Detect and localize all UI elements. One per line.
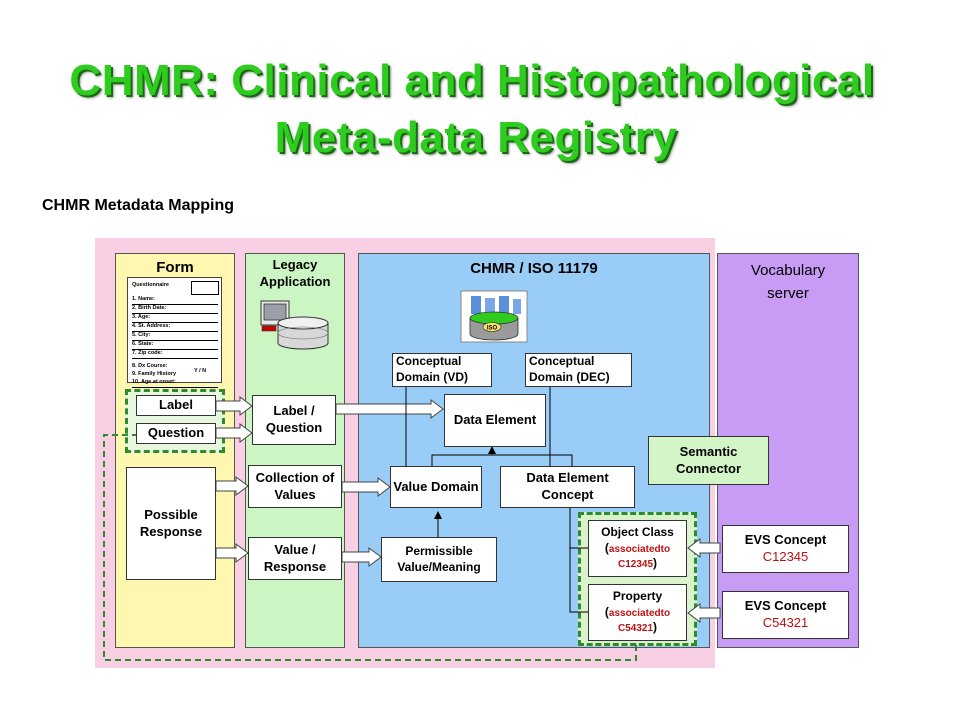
property-code-line: C54321) xyxy=(617,620,658,635)
evs-concept-2-label: EVS Concept xyxy=(744,598,827,614)
object-class-code-line: C12345) xyxy=(617,556,658,571)
form-doc-lines: 1. Name:2. Birth Date:3. Age:4. St. Addr… xyxy=(132,296,221,388)
permissible-value-box: Permissible Value/Meaning xyxy=(381,537,497,582)
form-doc-line: 5. City: xyxy=(132,332,218,341)
collection-of-values-box: Collection of Values xyxy=(248,465,342,508)
form-header: Form xyxy=(156,259,194,276)
evs-concept-1-code: C12345 xyxy=(762,549,809,564)
label-box: Label xyxy=(136,395,216,416)
form-doc-line: 1. Name: xyxy=(132,296,218,305)
form-document-icon: Questionnaire 1. Name:2. Birth Date:3. A… xyxy=(127,277,222,388)
legacy-header: Legacy Application xyxy=(259,257,331,289)
object-class-assoc-text: associatedto xyxy=(608,543,671,555)
property-assoc: (associatedto xyxy=(604,604,671,619)
property-label: Property xyxy=(612,589,663,604)
conceptual-domain-vd-box: Conceptual Domain (VD) xyxy=(392,353,492,387)
object-class-code: C12345 xyxy=(617,559,654,571)
evs-concept-2-box: EVS Concept C54321 xyxy=(722,591,849,639)
label-question-box: Label / Question xyxy=(252,395,336,445)
vocab-header: Vocabulary server xyxy=(750,262,826,302)
value-domain-box: Value Domain xyxy=(390,466,482,508)
data-element-concept-box: Data Element Concept xyxy=(500,466,635,508)
form-doc-line: 4. St. Address: xyxy=(132,323,218,332)
form-doc-line: 3. Age: xyxy=(132,314,218,323)
form-doc-barcode xyxy=(191,281,219,295)
property-assoc-text: associatedto xyxy=(608,607,671,619)
question-box: Question xyxy=(136,423,216,444)
diagram-subtitle: CHMR Metadata Mapping xyxy=(42,197,234,214)
form-doc-heading: Questionnaire xyxy=(132,282,169,288)
legacy-column xyxy=(245,253,345,648)
form-doc-line: 10. Age at onset: xyxy=(132,379,218,388)
object-class-box: Object Class (associatedto C12345) xyxy=(588,520,687,577)
data-element-box: Data Element xyxy=(444,394,546,447)
form-doc-line: 2. Birth Date: xyxy=(132,305,218,314)
form-doc-line: 6. State: xyxy=(132,341,218,350)
form-doc-line: 9. Family History xyxy=(132,370,177,377)
object-class-assoc: (associatedto xyxy=(604,540,671,555)
form-doc-yn: Y / N xyxy=(194,368,207,374)
object-class-label: Object Class xyxy=(601,525,674,540)
property-code: C54321 xyxy=(617,623,654,635)
form-doc-line: 7. Zip code: xyxy=(132,350,218,359)
chmr-header: CHMR / ISO 11179 xyxy=(470,260,598,277)
title-line-2: Meta-data Registry xyxy=(274,113,678,162)
property-box: Property (associatedto C54321) xyxy=(588,584,687,641)
semantic-connector-box: Semantic Connector xyxy=(648,436,769,485)
evs-concept-1-box: EVS Concept C12345 xyxy=(722,525,849,573)
evs-concept-2-code: C54321 xyxy=(762,615,809,630)
value-response-box: Value / Response xyxy=(248,537,342,580)
possible-response-box: Possible Response xyxy=(126,467,216,580)
evs-concept-1-label: EVS Concept xyxy=(744,532,827,548)
form-doc-line: 8. Dx Course: xyxy=(132,362,168,369)
title-line-1: CHMR: Clinical and Histopathological xyxy=(69,56,875,105)
conceptual-domain-dec-box: Conceptual Domain (DEC) xyxy=(525,353,632,387)
